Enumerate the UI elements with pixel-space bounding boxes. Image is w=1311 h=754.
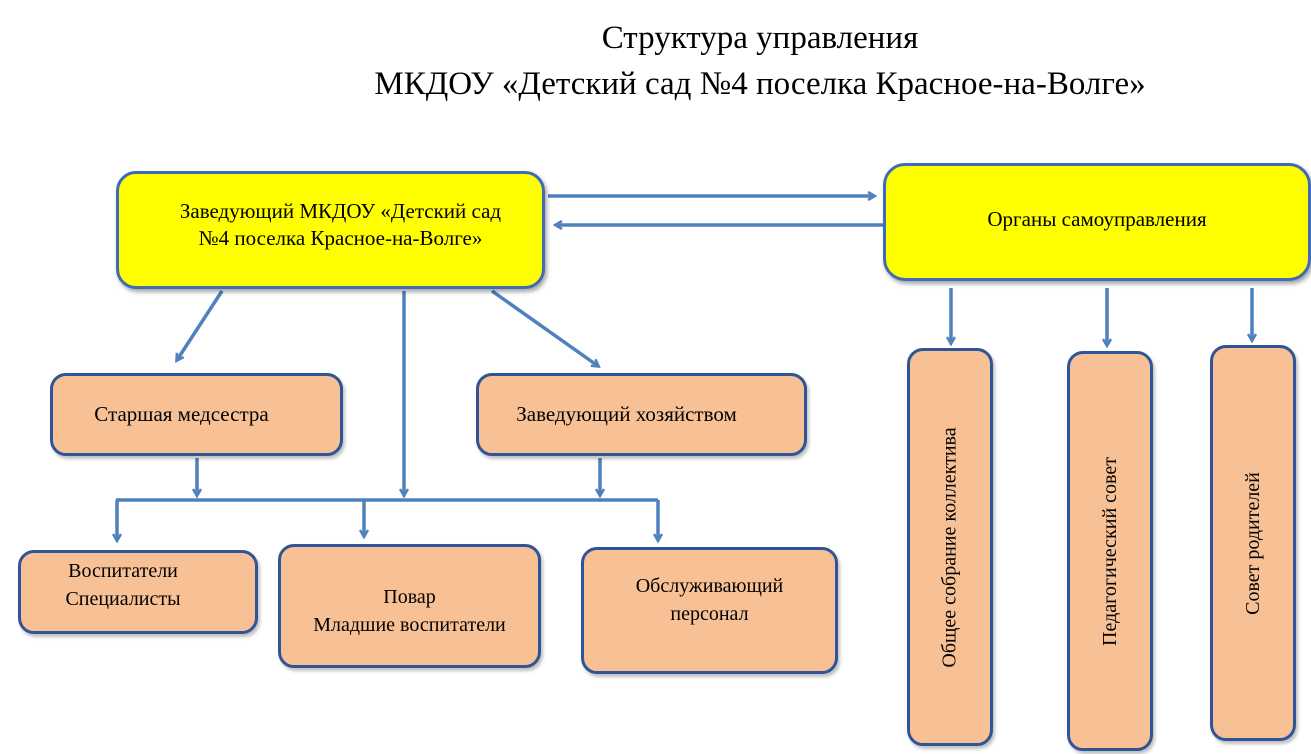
node-teachers-line1: Воспитатели <box>68 560 178 582</box>
node-head-label: Заведующий МКДОУ «Детский сад №4 поселка… <box>179 199 502 250</box>
node-head: Заведующий МКДОУ «Детский сад №4 поселка… <box>116 171 545 289</box>
node-teachers: Воспитатели Специалисты <box>18 550 258 634</box>
node-supply-manager: Заведующий хозяйством <box>476 373 807 456</box>
diagram-title-line2: МКДОУ «Детский сад №4 поселка Красное-на… <box>374 66 1146 102</box>
node-general-meeting-label: Общее собрание коллектива <box>938 426 961 668</box>
node-pedagogical-council-label: Педагогический совет <box>1098 456 1121 646</box>
node-self-government: Органы самоуправления <box>883 163 1311 281</box>
node-teachers-line2: Специалисты <box>65 588 181 610</box>
node-senior-nurse: Старшая медсестра <box>50 373 343 456</box>
node-senior-nurse-label: Старшая медсестра <box>94 402 269 426</box>
node-parents-council-label: Совет родителей <box>1241 471 1264 615</box>
arrow-head-to-nurse <box>177 290 224 360</box>
node-service-staff-label: Обслуживающий персонал <box>635 575 784 625</box>
arrow-head-to-supply <box>490 289 598 366</box>
node-cook: Повар Младшие воспитатели <box>278 544 541 668</box>
node-general-meeting: Общее собрание коллектива <box>907 348 993 746</box>
node-supply-manager-label: Заведующий хозяйством <box>516 402 737 426</box>
node-service-staff: Обслуживающий персонал <box>581 547 838 674</box>
diagram-title-line1: Структура управления <box>601 20 919 56</box>
node-cook-line2: Младшие воспитатели <box>313 614 506 636</box>
node-self-government-label: Органы самоуправления <box>987 206 1207 231</box>
node-pedagogical-council: Педагогический совет <box>1067 351 1153 751</box>
node-parents-council: Совет родителей <box>1210 345 1296 741</box>
node-cook-line1: Повар <box>383 586 436 608</box>
